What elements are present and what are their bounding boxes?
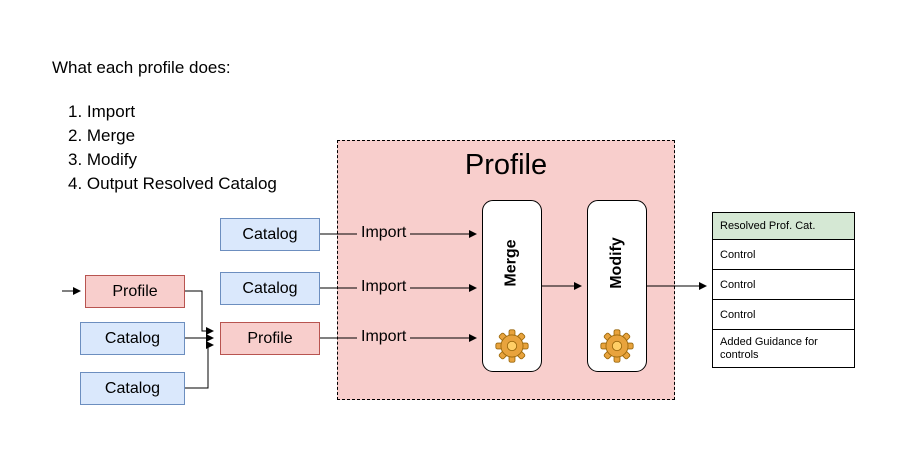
diagram-heading: What each profile does: — [52, 58, 231, 77]
gear-icon — [600, 329, 634, 363]
node-catalog-mid-2: Catalog — [220, 272, 320, 305]
connector — [185, 290, 214, 335]
modify-process-box: Modify — [587, 200, 647, 372]
step-item-2: 2. Merge — [68, 126, 136, 145]
step-item-4: 4. Output Resolved Catalog — [68, 174, 277, 193]
gear-icon — [495, 329, 529, 363]
steps-list: 1. Import 2. Merge 3. Modify 4. Output R… — [68, 100, 277, 196]
modify-label: Modify — [607, 237, 625, 289]
node-profile-left: Profile — [85, 275, 185, 308]
import-label-1: Import — [357, 224, 411, 242]
table-row-guidance: Added Guidance for controls — [712, 330, 855, 368]
connector — [185, 341, 214, 389]
node-catalog-left-1: Catalog — [80, 322, 185, 355]
import-label-3: Import — [357, 328, 411, 346]
profile-region-title: Profile — [464, 149, 548, 181]
import-label-2: Import — [357, 278, 411, 296]
node-profile-mid: Profile — [220, 322, 320, 355]
resolved-catalog-table: Resolved Prof. Cat. Control Control Cont… — [712, 212, 855, 368]
table-row-control-3: Control — [712, 300, 855, 330]
table-header: Resolved Prof. Cat. — [712, 212, 855, 240]
node-catalog-mid-1: Catalog — [220, 218, 320, 251]
step-item-3: 3. Modify — [68, 150, 137, 169]
merge-label: Merge — [503, 239, 520, 287]
table-row-control-1: Control — [712, 240, 855, 270]
step-item-1: 1. Import — [68, 102, 136, 121]
node-catalog-left-2: Catalog — [80, 372, 185, 405]
merge-process-box: Merge — [482, 200, 542, 372]
table-row-control-2: Control — [712, 270, 855, 300]
